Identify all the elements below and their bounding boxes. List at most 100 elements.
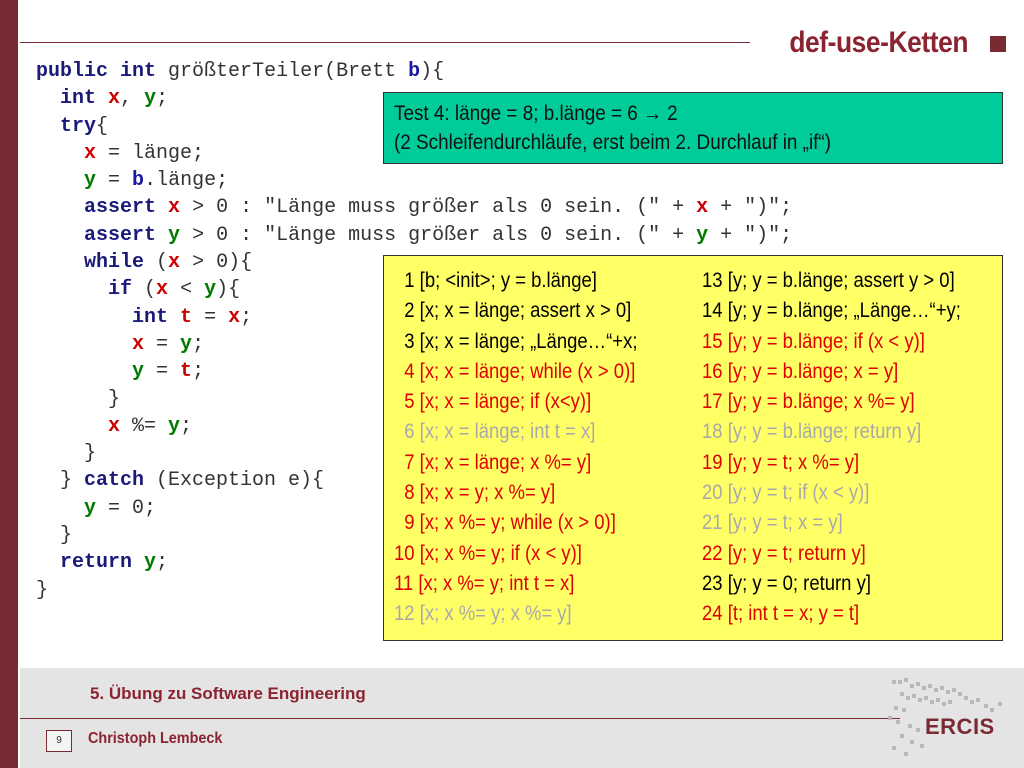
def-use-chain-item: 5 [x; x = länge; if (x<y)] [394, 390, 592, 414]
code-token: y [132, 360, 145, 384]
code-token [36, 278, 108, 301]
code-listing: public int größterTeiler(Brett b){ int x… [36, 58, 792, 604]
ercis-logo-text: ERCIS [925, 714, 995, 739]
code-token: t [180, 305, 193, 329]
code-token: ){ [216, 278, 241, 302]
code-token [36, 224, 84, 247]
def-use-chain-item: 20 [y; y = t; if (x < y)] [702, 481, 870, 505]
code-token: y [84, 169, 97, 193]
left-accent-bar [0, 0, 18, 768]
code-token: y [168, 414, 181, 438]
code-token: int [60, 87, 97, 111]
code-line: } catch (Exception e){ [36, 467, 792, 494]
def-use-chain-item: 21 [y; y = t; x = y] [702, 511, 843, 535]
code-token: ; [240, 305, 253, 329]
code-line: try{ [36, 113, 792, 140]
code-line: x = länge; [36, 140, 792, 167]
code-token: int [120, 60, 157, 83]
footer-author: Christoph Lembeck [88, 730, 223, 747]
def-use-chain-item: 4 [x; x = länge; while (x > 0)] [394, 359, 636, 383]
slide-title: def-use-Ketten [789, 26, 968, 59]
code-token: if [108, 278, 133, 302]
def-use-chain-item: 19 [y; y = t; x %= y] [702, 450, 860, 474]
code-token: public [36, 60, 109, 83]
code-token: (Exception e){ [144, 469, 325, 493]
code-token: y [168, 223, 181, 247]
code-token [132, 551, 144, 574]
code-token: = [144, 360, 181, 384]
code-line: y = b.länge; [36, 167, 792, 194]
def-use-chain-item: 2 [x; x = länge; assert x > 0] [394, 299, 632, 323]
code-token: > 0 : "Länge muss größer als 0 sein. (" … [180, 223, 697, 247]
code-line: while (x > 0){ [36, 249, 792, 276]
def-use-chain-item: 10 [x; x %= y; if (x < y)] [394, 541, 582, 565]
code-token: ; [180, 414, 193, 438]
code-token: = länge; [96, 141, 205, 165]
chains-right-column: 13 [y; y = b.länge; assert y > 0] 14 [y; … [702, 266, 996, 630]
code-token [36, 115, 60, 138]
title-square-icon [990, 36, 1006, 52]
code-token: y [696, 223, 709, 247]
code-token: t [180, 360, 193, 384]
code-token [36, 306, 132, 329]
code-line: x %= y; [36, 413, 792, 440]
code-token [36, 360, 132, 383]
def-use-chain-item: 1 [b; <init>; y = b.länge] [394, 269, 597, 292]
code-token: = 0; [96, 496, 157, 520]
code-token [36, 87, 60, 110]
def-use-chain-item: 23 [y; y = 0; return y] [702, 571, 871, 595]
code-token: + ")"; [708, 223, 793, 247]
code-token: int [132, 305, 169, 329]
code-line: assert x > 0 : "Länge muss größer als 0 … [36, 194, 792, 221]
code-token: y [144, 551, 157, 575]
code-token: x [168, 251, 181, 275]
def-use-chain-item: 18 [y; y = b.länge; return y] [702, 420, 922, 444]
code-token: } [36, 578, 49, 602]
code-token: ( [132, 278, 157, 302]
code-line: } [36, 440, 792, 467]
code-token: return [60, 551, 133, 575]
code-token: + ")"; [708, 196, 793, 220]
def-use-chain-item: 17 [y; y = b.länge; x %= y] [702, 390, 915, 414]
code-token: = [192, 305, 229, 329]
def-use-chain-item: 14 [y; y = b.länge; „Länge…“+y; [702, 299, 961, 323]
code-token: < [168, 278, 205, 302]
code-token: .länge; [144, 169, 229, 193]
code-token: while [84, 251, 145, 275]
code-token: { [96, 114, 109, 138]
code-token: } [36, 524, 73, 548]
def-use-chain-item: 13 [y; y = b.länge; assert y > 0] [702, 269, 955, 292]
code-token: assert [84, 223, 157, 247]
code-token: y [180, 332, 193, 356]
code-token: b [132, 169, 145, 193]
code-line: int x, y; [36, 85, 792, 112]
def-use-chain-item: 7 [x; x = länge; x %= y] [394, 450, 592, 474]
code-token: ; [156, 87, 169, 111]
code-token: b [408, 60, 421, 83]
code-token: x [132, 332, 145, 356]
code-line: x = y; [36, 331, 792, 358]
def-use-chains-box: 1 [b; <init>; y = b.länge] 2 [x; x = län… [383, 255, 1003, 641]
code-line: assert y > 0 : "Länge muss größer als 0 … [36, 222, 792, 249]
def-use-chain-item: 11 [x; x %= y; int t = x] [394, 571, 575, 595]
footer-course-title: 5. Übung zu Software Engineering [90, 684, 366, 703]
code-token: x [696, 196, 709, 220]
code-token [96, 87, 108, 110]
def-use-chain-item: 15 [y; y = b.länge; if (x < y)] [702, 329, 925, 353]
code-token [36, 251, 84, 274]
code-line: y = t; [36, 358, 792, 385]
def-use-chain-item: 6 [x; x = länge; int t = x] [394, 420, 596, 444]
code-line: y = 0; [36, 495, 792, 522]
code-line: } [36, 577, 792, 604]
footer-rule [20, 718, 900, 719]
code-line: return y; [36, 549, 792, 576]
code-token: } [36, 442, 97, 466]
code-token: x [84, 141, 97, 165]
code-token [36, 333, 132, 356]
def-use-chain-item: 22 [y; y = t; return y] [702, 541, 866, 565]
code-token: x [168, 196, 181, 220]
code-token [156, 196, 168, 219]
code-token: y [144, 87, 157, 111]
code-token: ; [192, 360, 205, 384]
def-use-chain-item: 3 [x; x = länge; „Länge…“+x; [394, 329, 638, 353]
